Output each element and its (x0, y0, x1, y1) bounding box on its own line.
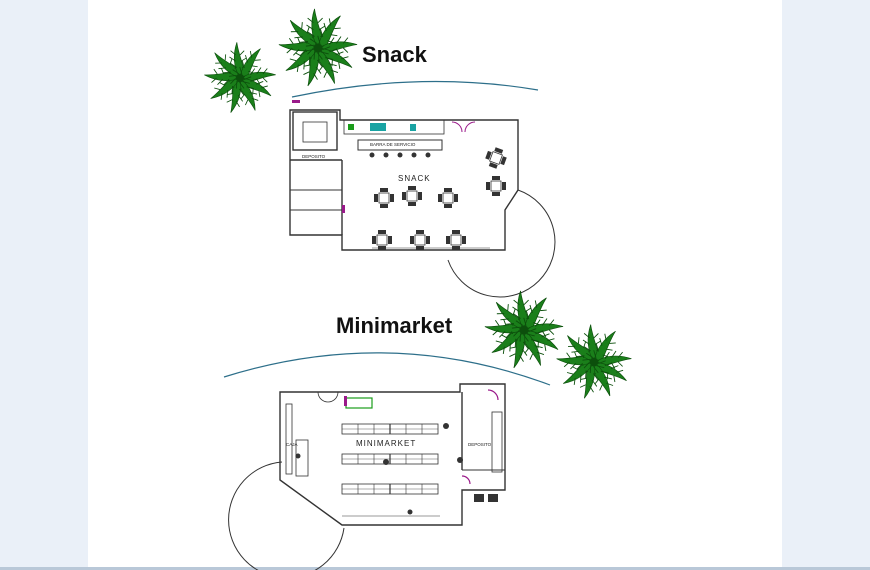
snack-storage-label: DEPOSITO (302, 154, 326, 159)
minimarket-title: Minimarket (336, 313, 453, 338)
door-accent (344, 396, 347, 406)
minimarket-room-label: MINIMARKET (356, 439, 416, 448)
minimarket-equipment (345, 397, 373, 409)
snack-bar-stools (369, 152, 431, 158)
minimarket-storage-door (461, 475, 471, 485)
drawing-canvas (88, 0, 782, 568)
snack-site-line (291, 80, 539, 98)
minimarket-shelves (341, 423, 439, 495)
snack-tables (371, 144, 510, 251)
snack-room-label: SNACK (398, 174, 431, 183)
palm-tree-icon (203, 42, 276, 115)
minimarket-floor-plan (279, 383, 506, 526)
bottom-divider (0, 567, 870, 570)
snack-equipment (348, 124, 354, 130)
minimarket-back-door (487, 389, 499, 401)
minimarket-fixtures (295, 423, 498, 515)
snack-bar-label: BARRA DE SERVICIO (370, 142, 416, 147)
minimarket-terrace-arc (228, 461, 345, 570)
snack-equipment (370, 123, 386, 131)
minimarket-storage-label: DEPOSITO (468, 442, 492, 447)
door-accent (292, 100, 300, 103)
snack-entry-door (451, 121, 476, 133)
snack-equipment (410, 124, 416, 131)
minimarket-cashier-label: CAJA (286, 442, 298, 447)
minimarket-entry-door (317, 391, 339, 403)
minimarket-site-line (223, 352, 551, 386)
door-accent (342, 205, 345, 213)
palm-tree-icon (277, 9, 357, 89)
snack-title: Snack (362, 42, 428, 67)
snack-floor-plan (289, 109, 519, 251)
palm-tree-icon (555, 325, 631, 401)
snack-terrace-arc (447, 189, 556, 298)
palm-tree-icon (483, 291, 563, 371)
